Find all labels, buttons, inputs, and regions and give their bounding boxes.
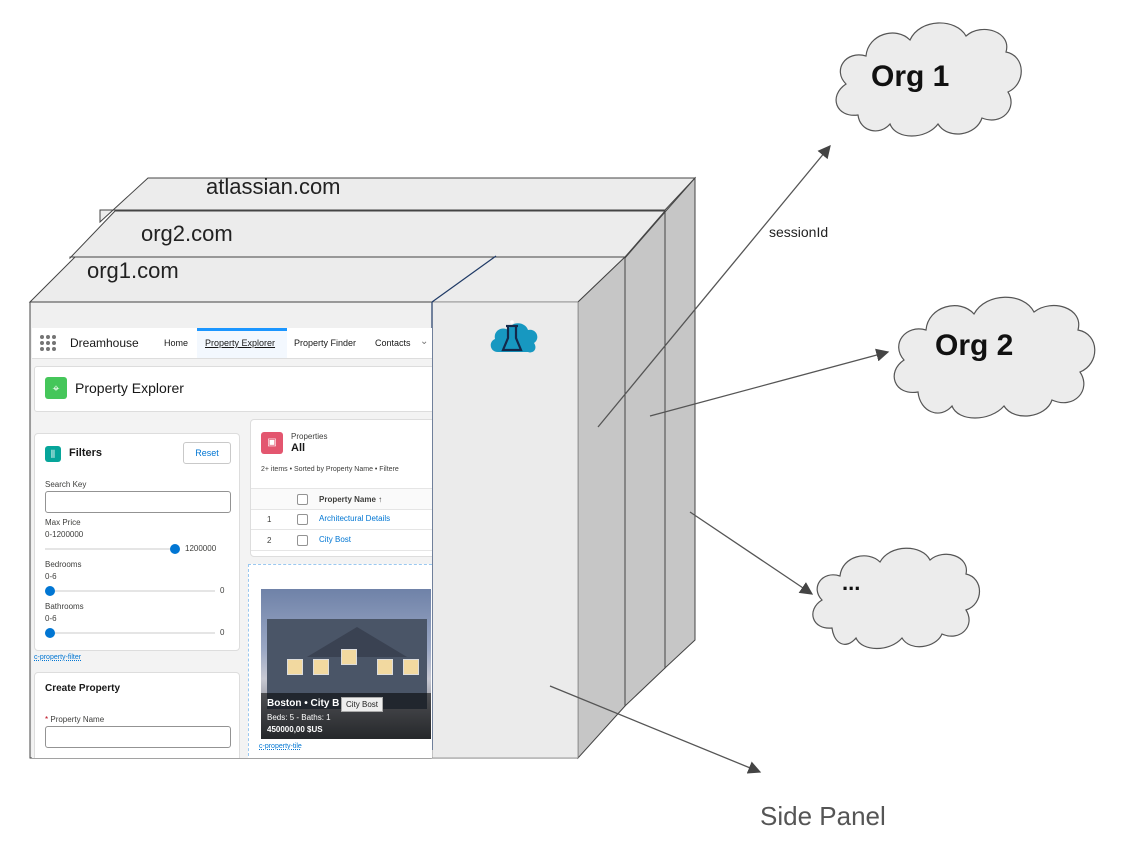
back-window-side bbox=[664, 176, 696, 670]
table-row: 2 City Bost bbox=[251, 530, 432, 551]
extension-logo bbox=[488, 318, 540, 356]
row-checkbox[interactable] bbox=[297, 514, 308, 525]
list-meta: 2+ items • Sorted by Property Name • Fil… bbox=[261, 466, 399, 473]
arrow-to-org2 bbox=[649, 348, 890, 417]
bathrooms-track bbox=[45, 632, 215, 634]
chevron-down-icon[interactable]: ⌄ bbox=[420, 336, 429, 347]
nav-property-explorer[interactable]: Property Explorer bbox=[205, 338, 276, 348]
dreamhouse-app: Dreamhouse Home Property Explorer Proper… bbox=[32, 328, 432, 758]
window-title-org2: org2.com bbox=[141, 221, 233, 246]
search-key-label: Search Key bbox=[45, 480, 87, 489]
front-window-side bbox=[577, 255, 626, 760]
property-name-input[interactable] bbox=[45, 726, 231, 748]
app-launcher-icon[interactable] bbox=[40, 335, 56, 351]
bedrooms-track bbox=[45, 590, 215, 592]
active-tab-indicator bbox=[197, 328, 287, 331]
max-price-slider[interactable] bbox=[170, 544, 180, 554]
property-icon: ▣ bbox=[261, 432, 283, 454]
row-link[interactable]: Architectural Details bbox=[319, 514, 391, 523]
arrow-label-sessionid: sessionId bbox=[769, 224, 829, 240]
app-name: Dreamhouse bbox=[70, 336, 139, 350]
side-panel bbox=[431, 301, 579, 759]
max-price-value: 1200000 bbox=[185, 544, 217, 553]
filters-title: Filters bbox=[69, 447, 103, 459]
tile-component-name: c-property-tile bbox=[259, 743, 302, 750]
required-mark: * bbox=[45, 715, 49, 724]
side-panel-label: Side Panel bbox=[760, 801, 886, 831]
tooltip: City Bost bbox=[341, 697, 384, 712]
cloud-org1 bbox=[835, 22, 1022, 137]
filter-component-name: c-property-filter bbox=[34, 654, 82, 661]
filters-card: ⫼ Filters Reset Search Key Max Price 0-1… bbox=[34, 433, 240, 651]
bedrooms-slider[interactable] bbox=[45, 586, 55, 596]
max-price-track bbox=[45, 548, 175, 550]
list-view-title: All bbox=[291, 442, 306, 454]
column-property-name[interactable]: Property Name ↑ bbox=[319, 495, 383, 504]
nav-property-finder[interactable]: Property Finder bbox=[294, 338, 357, 348]
max-price-label: Max Price bbox=[45, 518, 81, 527]
telescope-icon: ⌖ bbox=[45, 377, 67, 399]
page-header: ⌖ Property Explorer bbox=[34, 366, 432, 412]
bedrooms-value: 0 bbox=[220, 586, 225, 595]
property-name-label: * Property Name bbox=[45, 715, 105, 724]
cloud-label-org1: Org 1 bbox=[871, 60, 950, 93]
arrow-to-org1 bbox=[597, 144, 831, 428]
global-nav: Dreamhouse Home Property Explorer Proper… bbox=[32, 328, 432, 359]
cloud-more bbox=[812, 547, 981, 650]
select-all-checkbox[interactable] bbox=[297, 494, 308, 505]
tile-price: 450000,00 $US bbox=[267, 725, 323, 734]
window-title-org1: org1.com bbox=[87, 258, 179, 283]
create-property-card: Create Property * Property Name bbox=[34, 672, 240, 758]
bathrooms-slider[interactable] bbox=[45, 628, 55, 638]
properties-label: Properties bbox=[291, 432, 328, 441]
property-tile-area: Boston • City B Beds: 5 - Baths: 1 45000… bbox=[248, 564, 432, 758]
cloud-label-org2: Org 2 bbox=[935, 329, 1014, 362]
nav-home[interactable]: Home bbox=[164, 338, 189, 348]
page-title: Property Explorer bbox=[75, 380, 184, 396]
properties-list-card: ▣ Properties All 2+ items • Sorted by Pr… bbox=[250, 419, 432, 557]
bathrooms-label: Bathrooms bbox=[45, 602, 84, 611]
cloud-org2 bbox=[893, 296, 1096, 419]
table-row: 1 Architectural Details bbox=[251, 509, 432, 530]
back-window-top bbox=[99, 177, 697, 224]
table-header: Property Name ↑ bbox=[251, 488, 432, 510]
middle-window-top bbox=[69, 210, 667, 260]
bedrooms-range: 0-6 bbox=[45, 572, 57, 581]
arrow-to-side-panel bbox=[549, 685, 762, 774]
filter-sliders-icon: ⫼ bbox=[45, 446, 61, 462]
window-title-atlassian: atlassian.com bbox=[206, 174, 341, 199]
bathrooms-range: 0-6 bbox=[45, 614, 57, 623]
row-number: 1 bbox=[267, 515, 272, 524]
nav-contacts[interactable]: Contacts bbox=[375, 338, 411, 348]
tile-city: Boston • City B bbox=[267, 698, 340, 709]
row-link[interactable]: City Bost bbox=[319, 535, 352, 544]
middle-window-side bbox=[624, 210, 666, 708]
row-number: 2 bbox=[267, 536, 272, 545]
create-property-title: Create Property bbox=[45, 683, 121, 694]
cloud-label-more: ... bbox=[842, 570, 861, 595]
reset-button[interactable]: Reset bbox=[183, 442, 231, 464]
search-key-input[interactable] bbox=[45, 491, 231, 513]
bathrooms-value: 0 bbox=[220, 628, 225, 637]
bedrooms-label: Bedrooms bbox=[45, 560, 82, 569]
arrow-to-more bbox=[689, 511, 814, 595]
row-checkbox[interactable] bbox=[297, 535, 308, 546]
property-photo[interactable]: Boston • City B Beds: 5 - Baths: 1 45000… bbox=[261, 589, 431, 739]
tile-beds-baths: Beds: 5 - Baths: 1 bbox=[267, 713, 331, 722]
max-price-range: 0-1200000 bbox=[45, 530, 84, 539]
